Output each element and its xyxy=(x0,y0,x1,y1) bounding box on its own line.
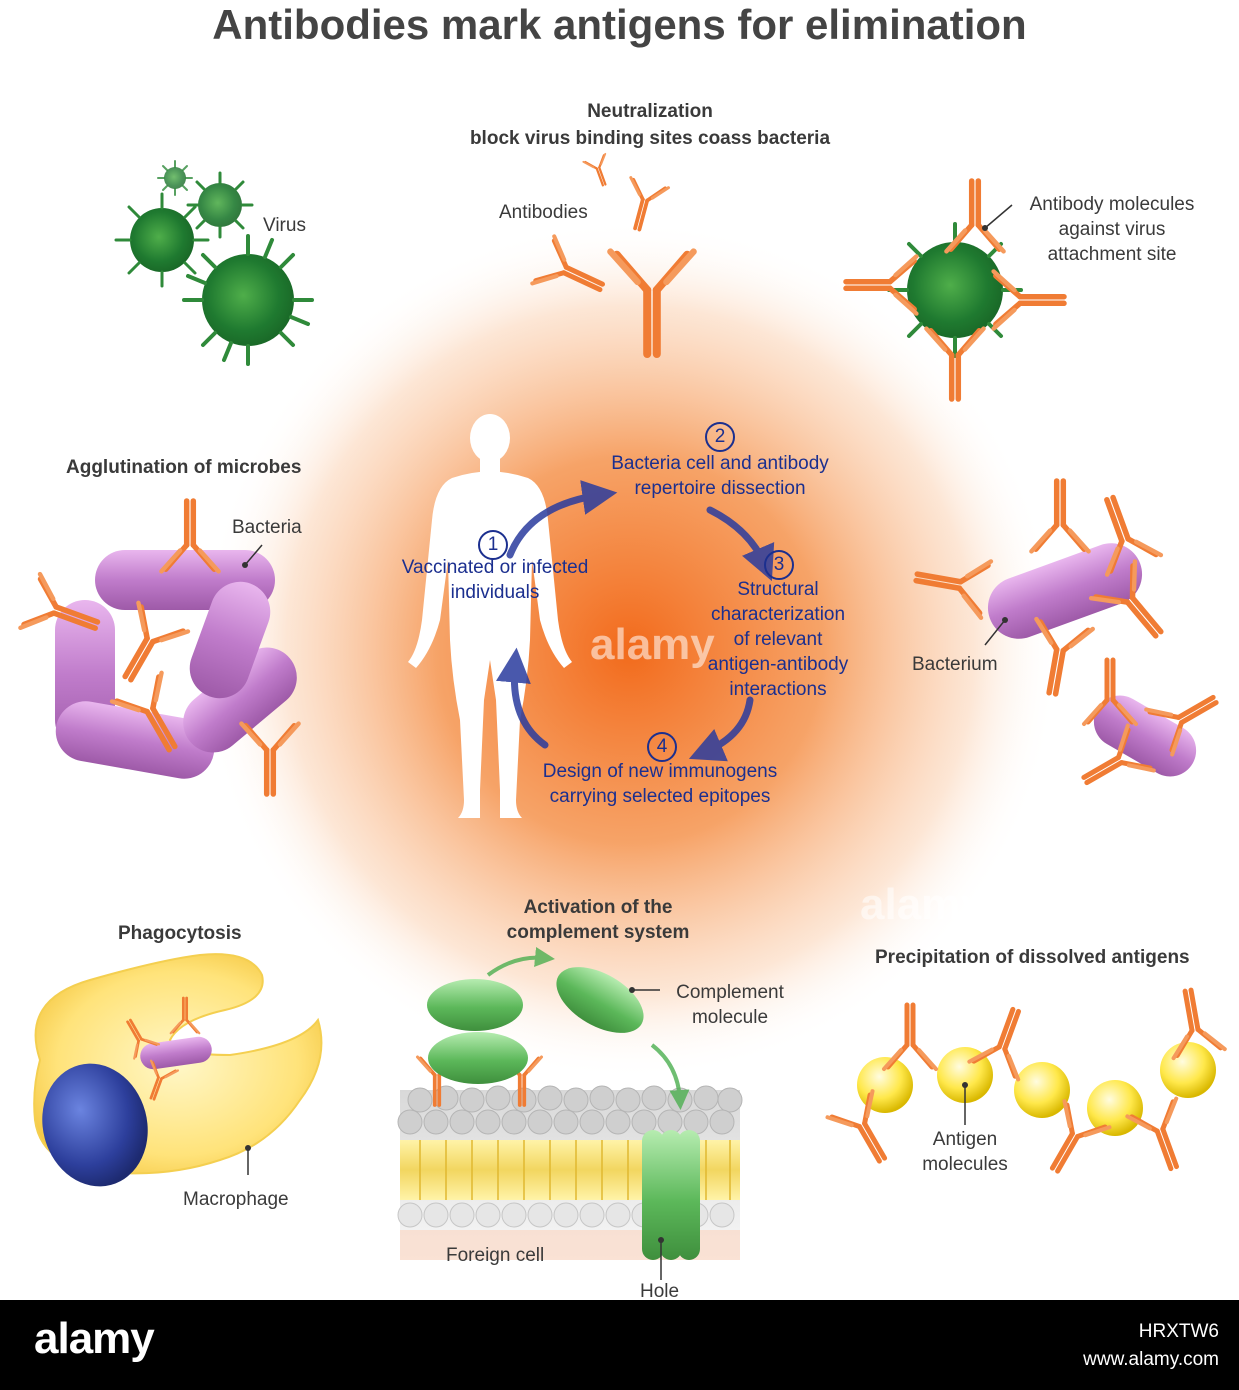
watermark-center: alamy xyxy=(590,620,715,669)
virus-cluster-icon xyxy=(114,160,314,366)
step-4-line-1: Design of new immunogens xyxy=(542,761,778,782)
complement-system-icon xyxy=(397,947,743,1280)
step-1-line-1: Vaccinated or infected xyxy=(401,557,589,578)
bacterium-icon xyxy=(912,481,1228,803)
cycle-arrows-icon xyxy=(495,480,775,762)
precipitation-heading: Precipitation of dissolved antigens xyxy=(875,947,1190,968)
watermark-right: alamy xyxy=(860,880,985,929)
antigen-chain-icon xyxy=(827,986,1224,1183)
antibodies-label: Antibodies xyxy=(499,202,588,223)
agglutination-bacteria-icon xyxy=(20,501,309,794)
step-3-line-3: of relevant xyxy=(733,629,823,650)
complement-heading-1: Activation of the xyxy=(523,897,673,918)
complement-molecule-label-1: Complement xyxy=(676,982,784,1003)
page-title: Antibodies mark antigens for elimination xyxy=(212,1,1027,48)
image-id-block: HRXTW6 www.alamy.com xyxy=(1083,1318,1219,1374)
step-4-number: 4 xyxy=(647,732,677,762)
complement-heading-2: complement system xyxy=(506,922,690,943)
image-id: HRXTW6 xyxy=(1138,1321,1219,1342)
neutralization-heading: Neutralization xyxy=(587,101,713,122)
orange-glow xyxy=(200,220,1060,1080)
step-1-number: 1 xyxy=(478,530,508,560)
bacterium-label: Bacterium xyxy=(912,654,998,675)
step-3-line-4: antigen-antibody xyxy=(707,654,849,675)
antibody-molecules-label-1: Antibody molecules xyxy=(1029,194,1195,215)
virus-label: Virus xyxy=(263,215,306,236)
complement-molecule-label-2: molecule xyxy=(691,1007,769,1028)
illustration xyxy=(0,152,1239,1280)
phagocytosis-heading: Phagocytosis xyxy=(118,923,242,944)
bacteria-label: Bacteria xyxy=(232,517,302,538)
step-4-line-2: carrying selected epitopes xyxy=(549,786,771,807)
antibody-molecules-label-3: attachment site xyxy=(1047,244,1177,265)
human-silhouette-icon xyxy=(408,414,572,818)
step-2-line-2: repertoire dissection xyxy=(634,478,806,499)
macrophage-icon xyxy=(33,953,323,1187)
neutralization-subheading: block virus binding sites coass bacteria xyxy=(469,128,831,149)
step-3-line-5: interactions xyxy=(729,679,827,700)
antigen-molecules-label-1: Antigen xyxy=(932,1129,998,1150)
alamy-logo: alamy xyxy=(34,1314,155,1363)
step-2-line-1: Bacteria cell and antibody xyxy=(611,453,829,474)
neutralized-virus-icon xyxy=(846,181,1064,399)
agglutination-heading: Agglutination of microbes xyxy=(66,457,302,478)
site-url: www.alamy.com xyxy=(1083,1349,1219,1370)
antibody-molecules-label-2: against virus xyxy=(1058,219,1166,240)
step-3-number: 3 xyxy=(764,550,794,580)
foreign-cell-label: Foreign cell xyxy=(446,1245,545,1266)
step-3-line-2: characterization xyxy=(710,604,846,625)
hole-label: Hole xyxy=(640,1281,680,1302)
antigen-molecules-label-2: molecules xyxy=(922,1154,1008,1175)
step-1-line-2: individuals xyxy=(450,582,540,603)
step-3-line-1: Structural xyxy=(737,579,819,600)
step-2-number: 2 xyxy=(705,422,735,452)
macrophage-label: Macrophage xyxy=(183,1189,289,1210)
stock-footer-bar: alamy HRXTW6 www.alamy.com xyxy=(0,1300,1239,1390)
